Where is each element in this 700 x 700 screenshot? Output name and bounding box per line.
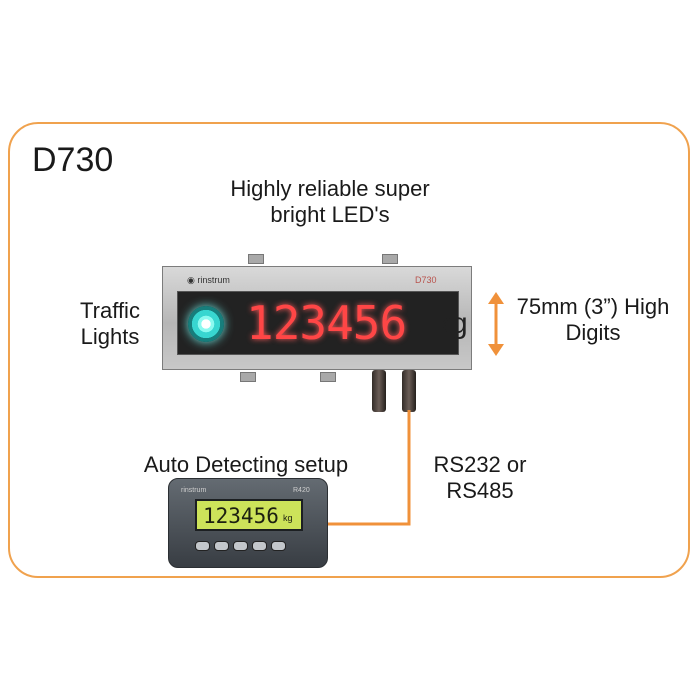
- display-unit: kg: [436, 307, 468, 340]
- indicator-unit: kg: [283, 513, 293, 523]
- digit-height-label: 75mm (3”) High Digits: [516, 294, 670, 345]
- cable-gland: [372, 370, 386, 412]
- mount-bracket: [382, 254, 398, 264]
- mount-bracket: [320, 372, 336, 382]
- display-brand: ◉ rinstrum: [187, 275, 230, 285]
- mount-bracket: [240, 372, 256, 382]
- weighing-indicator: rinstrum R420 123456 kg: [168, 478, 328, 568]
- indicator-model: R420: [293, 487, 310, 494]
- display-reading: 123456: [246, 296, 407, 350]
- indicator-button[interactable]: [252, 541, 267, 551]
- display-screen: 123456 kg: [177, 291, 468, 355]
- led-feature-label: Highly reliable super bright LED's: [230, 176, 430, 227]
- border-frame: [8, 122, 690, 578]
- indicator-button[interactable]: [195, 541, 210, 551]
- cable-icon: [328, 410, 411, 526]
- page-title: D730: [32, 141, 114, 179]
- indicator-button[interactable]: [233, 541, 248, 551]
- setup-label: Auto Detecting setup: [143, 452, 349, 477]
- up-down-arrow-icon: [488, 292, 504, 356]
- indicator-brand: rinstrum: [181, 487, 207, 494]
- traffic-lights-label: Traffic Lights: [80, 298, 140, 349]
- indicator-button[interactable]: [214, 541, 229, 551]
- indicator-button[interactable]: [271, 541, 286, 551]
- mount-bracket: [248, 254, 264, 264]
- large-display: ◉ rinstrum D730 123456 kg: [162, 266, 472, 370]
- cable-gland: [402, 370, 416, 412]
- comms-label: RS232 or RS485: [433, 452, 527, 503]
- display-model: D730: [415, 275, 437, 285]
- traffic-light-icon: [188, 306, 224, 342]
- indicator-lcd: 123456 kg: [195, 499, 303, 531]
- indicator-reading: 123456: [203, 504, 279, 528]
